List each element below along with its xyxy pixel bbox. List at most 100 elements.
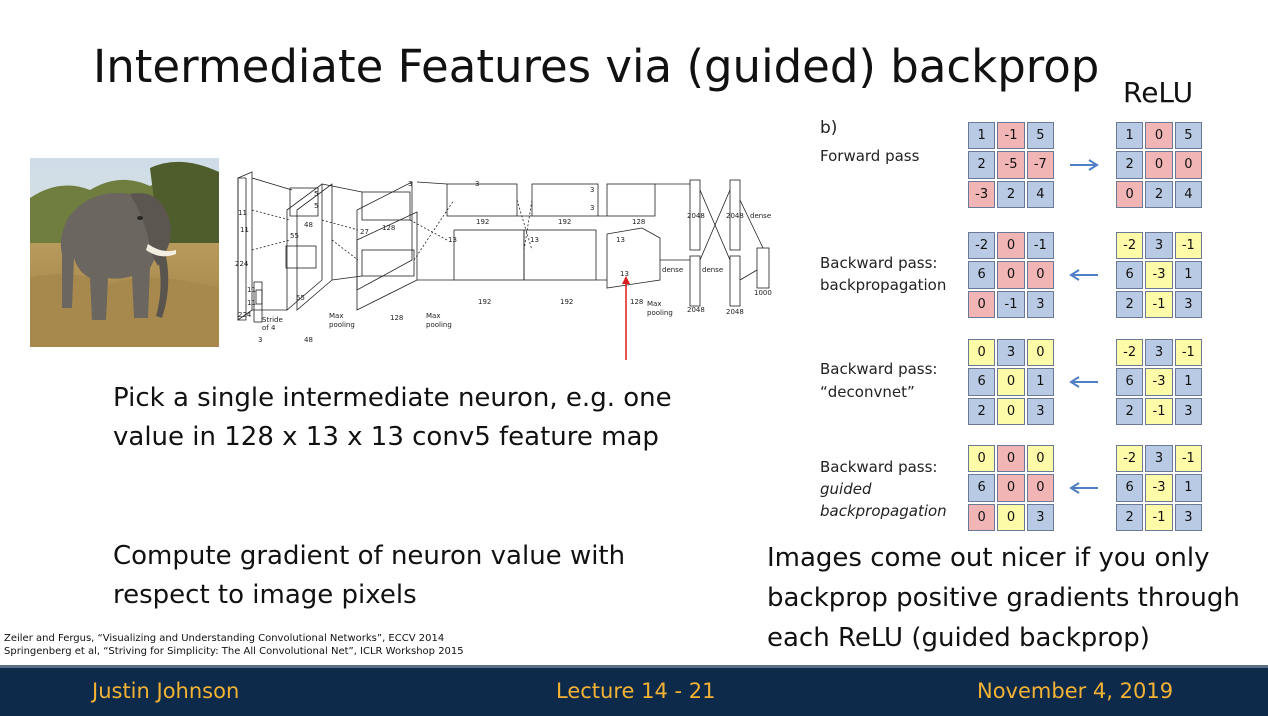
matrix-cell: -7: [1026, 151, 1054, 179]
matrix-cell: 3: [1174, 397, 1202, 425]
elephant-photo: [30, 158, 219, 347]
matrix-cell: 1: [1116, 122, 1144, 150]
matrix-cell: 5: [1174, 122, 1202, 150]
relu-label: ReLU: [1123, 76, 1194, 109]
matrix-cell: 6: [968, 474, 996, 502]
matrix-cell: 6: [1116, 474, 1144, 502]
arch-label: 3: [590, 186, 594, 194]
arch-label: 13: [530, 236, 539, 244]
row-label: backpropagation: [820, 276, 947, 294]
arch-label: 13: [620, 270, 629, 278]
matrix-cell: 0: [1026, 339, 1054, 367]
arch-label: 55: [290, 232, 299, 240]
matrix-cell: -2: [1116, 232, 1144, 260]
arch-label: 5: [314, 202, 318, 210]
arch-label: Stride: [262, 316, 283, 324]
matrix-cell: 1: [1174, 368, 1202, 396]
matrix-cell: 0: [1026, 445, 1054, 473]
row-label: Backward pass:: [820, 360, 938, 378]
matrix-cell: 2: [997, 180, 1025, 208]
footer-bar: Justin Johnson Lecture 14 - 21 November …: [0, 665, 1268, 716]
matrix-cell: 0: [1145, 151, 1173, 179]
arch-label: 224: [238, 311, 252, 319]
matrix-cell: 3: [1026, 397, 1054, 425]
matrix-cell: 2: [1116, 151, 1144, 179]
arch-label: 13: [448, 236, 457, 244]
arch-label: pooling: [329, 321, 355, 329]
matrix-cell: 0: [968, 290, 996, 318]
slide-title: Intermediate Features via (guided) backp…: [93, 40, 1100, 93]
arrow-left-icon: [1069, 269, 1098, 281]
matrix-cell: -2: [968, 232, 996, 260]
matrix-cell: 1: [1174, 261, 1202, 289]
matrix-cell: 6: [1116, 368, 1144, 396]
matrix-cell: 0: [997, 397, 1025, 425]
matrix-cell: 2: [1116, 503, 1144, 531]
arch-label: dense: [750, 212, 771, 220]
matrix-cell: 0: [1174, 151, 1202, 179]
guided-backprop-text: Images come out nicer if you only backpr…: [767, 543, 1240, 653]
matrix-cell: 1: [1026, 368, 1054, 396]
arch-label: 11: [238, 209, 247, 217]
arch-label: 2048: [687, 212, 705, 220]
arch-label: dense: [662, 266, 683, 274]
row-label: Backward pass:: [820, 254, 938, 272]
matrix-cell: 2: [1145, 180, 1173, 208]
row-label: Backward pass:: [820, 458, 938, 476]
matrix-cell: 1: [1174, 474, 1202, 502]
matrix-cell: 3: [1026, 290, 1054, 318]
matrix-cell: -1: [1145, 290, 1173, 318]
matrix-cell: 2: [1116, 397, 1144, 425]
matrix-cell: 6: [1116, 261, 1144, 289]
matrix-cell: -5: [997, 151, 1025, 179]
citation-springenberg: Springenberg et al, “Striving for Simpli…: [4, 646, 464, 657]
matrix-cell: 0: [997, 445, 1025, 473]
arch-label: pooling: [647, 309, 673, 317]
footer-author: Justin Johnson: [92, 679, 240, 703]
matrix-cell: -3: [1145, 261, 1173, 289]
matrix-cell: -3: [1145, 474, 1173, 502]
arch-label: 48: [304, 336, 313, 344]
arrow-left-icon: [1069, 482, 1098, 494]
matrix-cell: 0: [968, 339, 996, 367]
arch-label: 192: [558, 218, 571, 226]
arch-label: 27: [360, 228, 369, 236]
matrix-cell: -1: [1145, 503, 1173, 531]
matrix-cell: 2: [1116, 290, 1144, 318]
matrix-cell: 3: [1026, 503, 1054, 531]
matrix-cell: 3: [997, 339, 1025, 367]
matrix-cell: 0: [1116, 180, 1144, 208]
arch-label: 2048: [687, 306, 705, 314]
matrix-cell: 5: [1026, 122, 1054, 150]
matrix-cell: -1: [1145, 397, 1173, 425]
matrix-cell: 0: [1145, 122, 1173, 150]
matrix-cell: -3: [1145, 368, 1173, 396]
arch-label: 128: [382, 224, 395, 232]
matrix-cell: 0: [968, 503, 996, 531]
matrix-cell: -1: [1174, 445, 1202, 473]
arch-label: 128: [632, 218, 645, 226]
arch-label: 192: [476, 218, 489, 226]
matrix-cell: 4: [1174, 180, 1202, 208]
matrix-cell: 1: [968, 122, 996, 150]
panel-letter: b): [820, 118, 838, 138]
row-label: backpropagation: [820, 502, 947, 520]
matrix-cell: -2: [1116, 339, 1144, 367]
arch-label: 128: [630, 298, 643, 306]
matrix-cell: 0: [1026, 474, 1054, 502]
matrix-cell: 2: [968, 397, 996, 425]
arrow-right-icon: [1070, 159, 1099, 171]
matrix-cell: 0: [997, 368, 1025, 396]
row-label: “deconvnet”: [820, 383, 915, 401]
citations: Zeiler and Fergus, “Visualizing and Unde…: [4, 632, 464, 658]
arch-label: Max: [426, 312, 440, 320]
arch-label: 192: [560, 298, 573, 306]
row-label: guided: [820, 480, 872, 498]
neuron-marker-arrowhead: [622, 276, 630, 284]
